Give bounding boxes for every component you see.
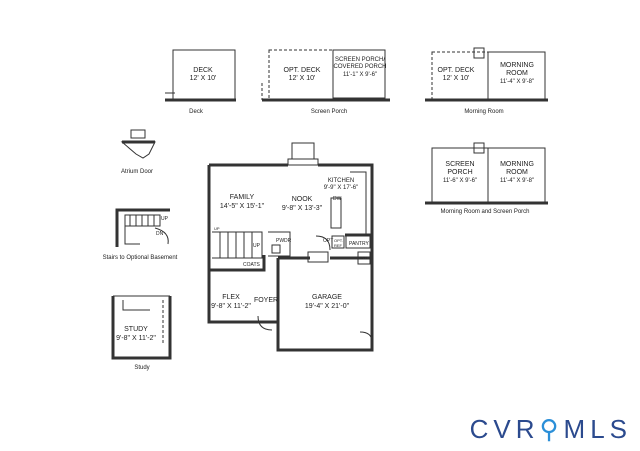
caption-atrium: Atrium Door bbox=[121, 169, 153, 175]
screen-porch-b-size: 11'-6" X 9'-6" bbox=[443, 178, 477, 184]
study-name: STUDY bbox=[124, 326, 148, 333]
cvrmls-logo: CVR⚲MLS bbox=[469, 414, 632, 444]
opt-deck-a-name: OPT. DECK bbox=[284, 67, 321, 74]
stairs-up-main: UP bbox=[214, 226, 220, 231]
screen-porch-b-name: SCREEN bbox=[445, 161, 474, 168]
nook-name: NOOK bbox=[292, 196, 313, 203]
flex-size: 9'-8" X 11'-2" bbox=[211, 303, 251, 310]
coats-label: COATS bbox=[243, 262, 261, 268]
pantry-label: PANTRY bbox=[349, 241, 369, 247]
family-size: 14'-5" X 15'-1" bbox=[220, 203, 265, 210]
screen-porch-option: OPT. DECK 12' X 10' SCREEN PORCH/ COVERE… bbox=[261, 49, 390, 115]
deck-name: DECK bbox=[193, 67, 213, 74]
wh-label: WH bbox=[360, 255, 367, 260]
morning-a-name2: ROOM bbox=[506, 70, 528, 77]
garage-size: 19'-4" X 21'-0" bbox=[305, 303, 350, 310]
deck-option: DECK 12' X 10' Deck bbox=[165, 49, 236, 115]
dw-label: DW bbox=[333, 196, 342, 202]
location-pin-icon: ⚲ bbox=[539, 414, 564, 444]
morning-a-size: 11'-4" X 9'-8" bbox=[500, 79, 534, 85]
study-option: STUDY 9'-8" X 11'-2" Study bbox=[111, 295, 172, 371]
opt-deck-a-size: 12' X 10' bbox=[289, 75, 316, 82]
caption-morning-room: Morning Room bbox=[464, 109, 503, 115]
up-label: UP bbox=[253, 243, 261, 249]
morning-b-name: MORNING bbox=[500, 161, 534, 168]
morning-a-name: MORNING bbox=[500, 62, 534, 69]
screen-porch-b-name2: PORCH bbox=[447, 169, 472, 176]
flex-name: FLEX bbox=[222, 294, 240, 301]
opt-ref-label: OPT. bbox=[334, 238, 343, 243]
ref-label: REF bbox=[334, 243, 343, 248]
opt-deck-b-size: 12' X 10' bbox=[443, 75, 470, 82]
caption-study: Study bbox=[134, 365, 149, 371]
stairs-option: UP DN Stairs to Optional Basement bbox=[103, 208, 178, 261]
morning-room-option: OPT. DECK 12' X 10' MORNING ROOM 11'-4" … bbox=[425, 47, 548, 115]
caption-morning-screen: Morning Room and Screen Porch bbox=[440, 209, 529, 215]
garage-name: GARAGE bbox=[312, 294, 342, 301]
stairs-up-label: UP bbox=[161, 216, 169, 222]
morning-b-size: 11'-4" X 9'-8" bbox=[500, 178, 534, 184]
screen-porch-cov-name: SCREEN PORCH/ bbox=[335, 57, 385, 63]
caption-deck: Deck bbox=[189, 109, 204, 115]
morning-b-name2: ROOM bbox=[506, 169, 528, 176]
foyer-name: FOYER bbox=[254, 297, 278, 304]
atrium-door-option: Atrium Door bbox=[120, 129, 156, 175]
caption-screen-porch: Screen Porch bbox=[311, 109, 347, 115]
caption-stairs: Stairs to Optional Basement bbox=[103, 255, 178, 261]
screen-porch-cov-size: 11'-1" X 9'-6" bbox=[343, 72, 377, 78]
main-floor-plan: FAMILY 14'-5" X 15'-1" NOOK 9'-8" X 13'-… bbox=[207, 142, 374, 352]
stairs-dn-label: DN bbox=[156, 231, 164, 237]
kitchen-name: KITCHEN bbox=[328, 178, 354, 184]
family-name: FAMILY bbox=[230, 194, 255, 201]
morning-screen-option: SCREEN PORCH 11'-6" X 9'-6" MORNING ROOM… bbox=[425, 142, 548, 215]
opt-deck-b-name: OPT. DECK bbox=[438, 67, 475, 74]
pwdr-label: PWDR bbox=[276, 238, 292, 244]
deck-size: 12' X 10' bbox=[190, 75, 217, 82]
opt-label: OPT bbox=[323, 238, 333, 244]
study-size: 9'-8" X 11'-2" bbox=[116, 335, 156, 342]
kitchen-size: 9'-9" X 17'-6" bbox=[324, 185, 359, 191]
screen-porch-cov-name2: COVERED PORCH bbox=[333, 64, 386, 70]
nook-size: 9'-8" X 13'-3" bbox=[282, 205, 323, 212]
